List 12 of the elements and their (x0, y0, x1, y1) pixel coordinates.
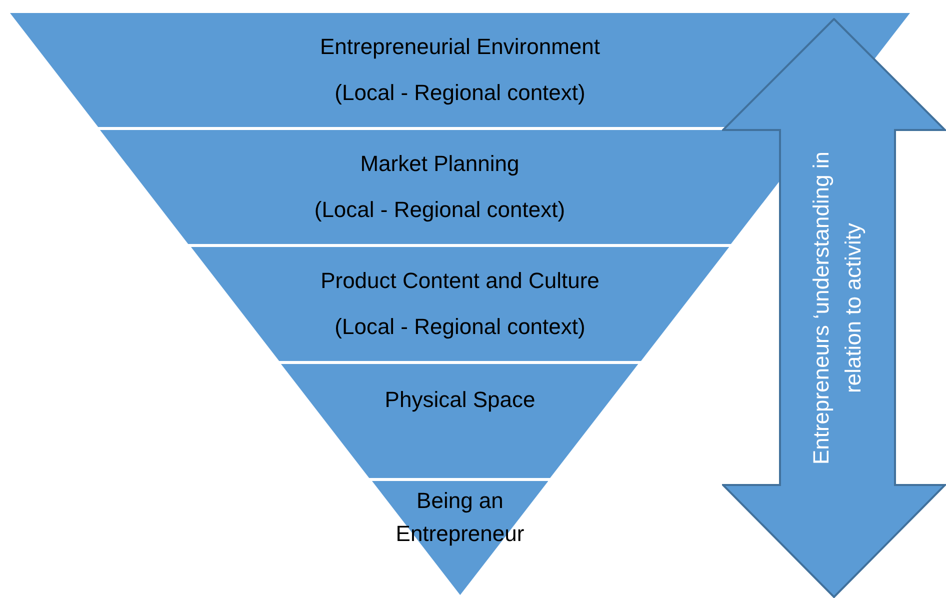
band-label: Physical Space (384, 386, 536, 414)
band-label: Entrepreneurial Environment (320, 33, 600, 61)
pyramid-band (100, 130, 779, 244)
pyramid-band (190, 247, 730, 361)
band-label: Market Planning (360, 150, 520, 178)
band-label: (Local - Regional context) (334, 313, 586, 341)
arrow-label: Entrepreneurs ‘understanding in relation to activity (807, 150, 866, 467)
pyramid-band (372, 481, 548, 595)
band-label: (Local - Regional context) (314, 196, 566, 224)
band-label: (Local - Regional context) (334, 79, 586, 107)
pyramid-band (281, 364, 639, 478)
band-label: Product Content and Culture (320, 267, 600, 295)
